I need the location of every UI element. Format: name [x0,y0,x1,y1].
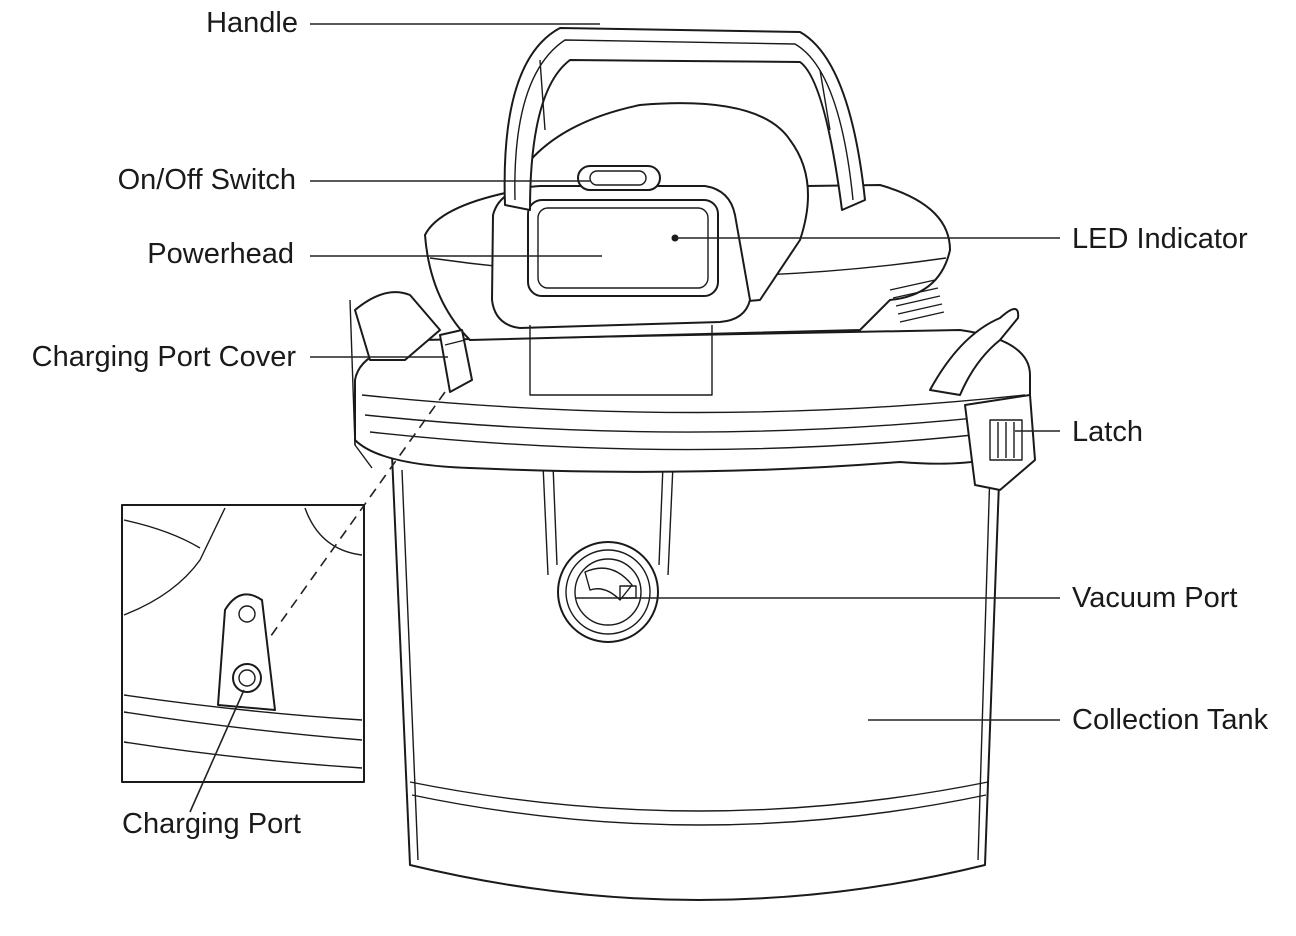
charging-port-inset [121,504,365,783]
label-charging-port: Charging Port [122,808,301,840]
on-off-switch [577,165,661,191]
label-collection-tank: Collection Tank [1072,704,1269,736]
label-led-indicator: LED Indicator [1072,223,1248,255]
handle [503,27,866,211]
label-on-off-switch: On/Off Switch [117,164,296,196]
powerhead [424,102,951,396]
label-powerhead: Powerhead [147,238,294,270]
charging-port-cover [439,329,473,393]
lid-rim [349,291,1031,473]
collection-tank [391,454,1001,901]
latch [929,308,1036,491]
label-vacuum-port: Vacuum Port [1072,582,1238,614]
vacuum-port [542,464,674,643]
label-charging-port-cover: Charging Port Cover [31,341,296,373]
label-handle: Handle [206,7,298,39]
leader-lines [189,23,1060,813]
label-latch: Latch [1072,416,1143,448]
